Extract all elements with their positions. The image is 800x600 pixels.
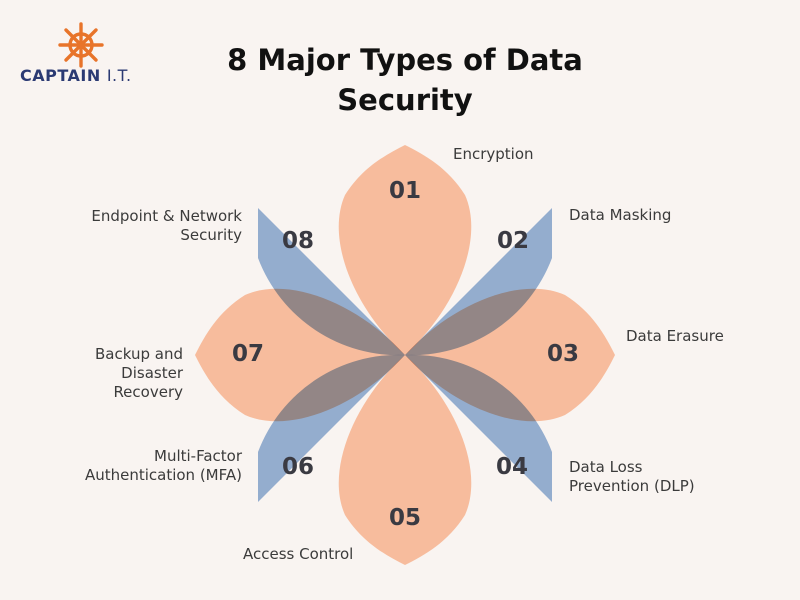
label-data-erasure: Data Erasure: [626, 327, 724, 345]
petal-number-03: 03: [547, 341, 579, 367]
petal-number-05: 05: [389, 505, 421, 531]
petal-03: [405, 288, 615, 422]
label-encryption: Encryption: [453, 145, 534, 163]
ship-wheel-icon: [58, 22, 104, 68]
petal-01: [338, 145, 472, 355]
petal-07: [195, 288, 405, 422]
label-access-control: Access Control: [243, 545, 354, 563]
petal-number-07: 07: [232, 341, 264, 367]
petal-04: [405, 354, 552, 502]
label-data-loss-prevention: Data Loss Prevention (DLP): [569, 458, 695, 495]
label-data-masking: Data Masking: [569, 206, 672, 224]
label-backup-disaster-recovery: Backup and Disaster Recovery: [95, 345, 183, 401]
label-multi-factor-authentication: Multi-Factor Authentication (MFA): [84, 447, 242, 484]
petal-number-04: 04: [496, 454, 528, 480]
petal-06: [258, 354, 405, 502]
title-line-2: Security: [337, 83, 473, 117]
petal-08: [258, 208, 405, 356]
company-logo: CAPTAIN I.T.: [20, 22, 160, 92]
petal-02: [405, 208, 552, 356]
page-title: 8 Major Types of Data Security: [195, 40, 615, 120]
petal-number-06: 06: [282, 454, 314, 480]
title-line-1: 8 Major Types of Data: [227, 43, 583, 77]
label-endpoint-network-security: Endpoint & Network Security: [91, 207, 242, 244]
petal-number-01: 01: [389, 178, 421, 204]
logo-text: CAPTAIN I.T.: [20, 66, 132, 85]
petal-number-08: 08: [282, 228, 314, 254]
petal-number-02: 02: [497, 228, 529, 254]
petal-05: [338, 355, 472, 565]
